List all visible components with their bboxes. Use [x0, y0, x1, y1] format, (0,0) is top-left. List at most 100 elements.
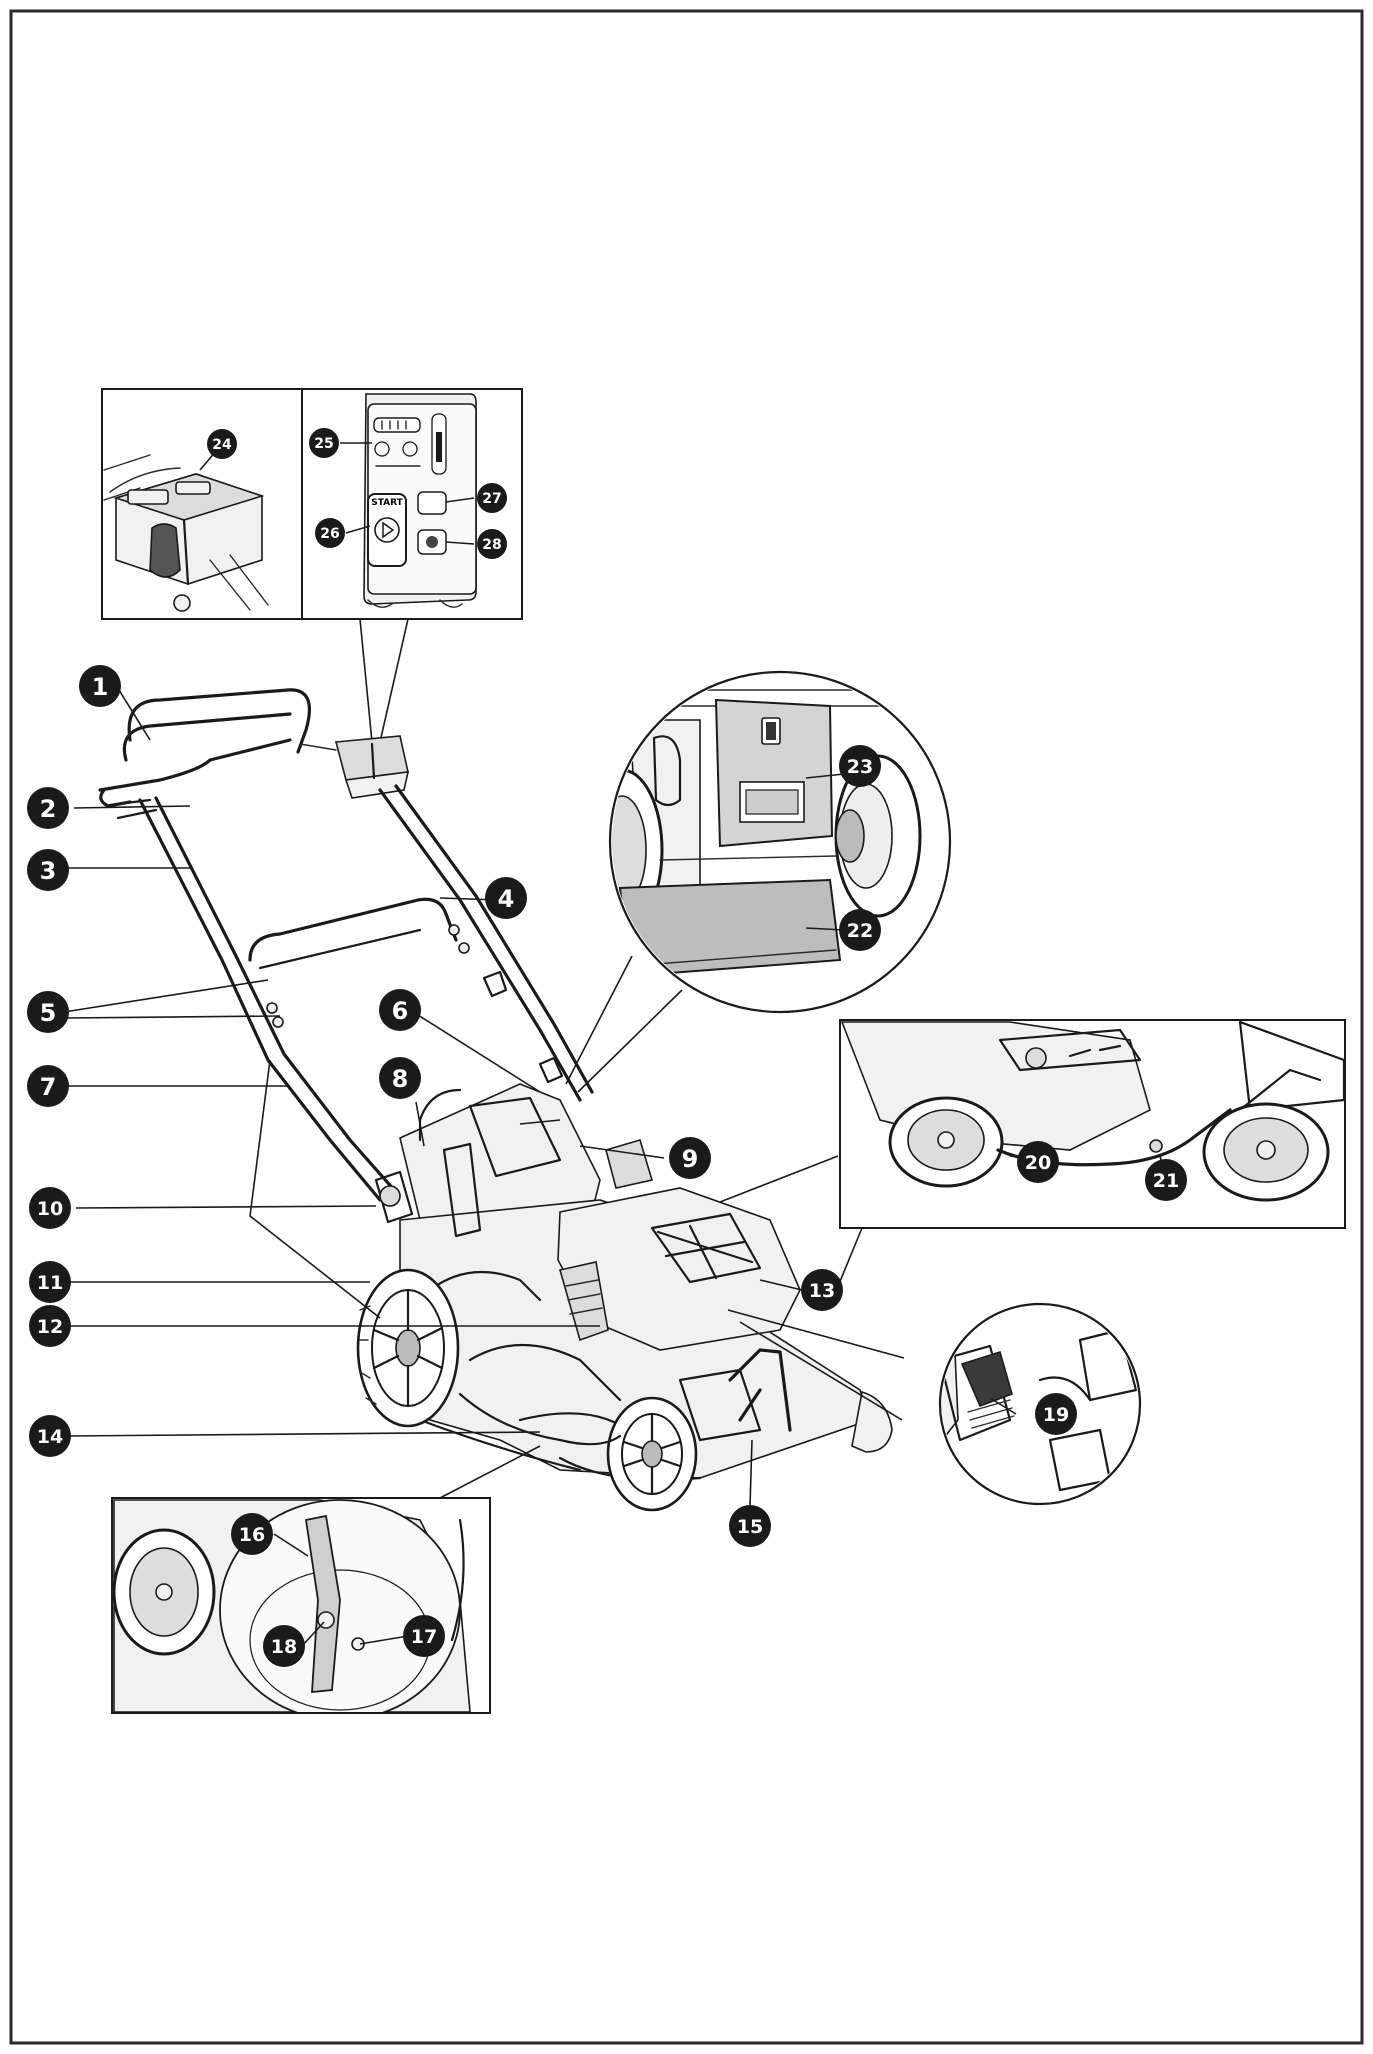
callout-marker	[1035, 1393, 1077, 1435]
callout-11: 11	[29, 1261, 71, 1303]
callout-12: 12	[29, 1305, 71, 1347]
lower-handle	[248, 897, 458, 962]
callout-10: 10	[29, 1187, 71, 1229]
callout-number: 5	[40, 999, 57, 1027]
callout-marker	[29, 1305, 71, 1347]
callout-marker	[27, 849, 69, 891]
callout-number: 18	[271, 1636, 297, 1658]
callout-number: 15	[737, 1516, 763, 1538]
callout-8: 8	[379, 1057, 421, 1099]
callout-20: 20	[1017, 1141, 1059, 1183]
front-bar	[728, 1348, 792, 1432]
callout-number: 9	[682, 1145, 699, 1173]
callout-number: 4	[498, 885, 515, 913]
callout-marker	[403, 1615, 445, 1657]
switch-box-detail	[103, 454, 269, 612]
battery-level-indicator	[373, 417, 421, 433]
drive-cable-detail	[719, 1019, 1346, 1297]
callout-marker	[29, 1261, 71, 1303]
inset-pointer-lines	[359, 618, 409, 743]
callout-number: 14	[37, 1426, 63, 1448]
safety-key	[960, 1350, 1013, 1408]
callout-19: 19	[1035, 1393, 1077, 1435]
blade-detail	[111, 1445, 541, 1714]
callout-marker	[839, 909, 881, 951]
callout-number: 12	[37, 1316, 63, 1338]
callout-13: 13	[801, 1269, 843, 1311]
start-label: START	[371, 498, 403, 508]
handle-bar-left	[138, 798, 382, 1202]
callout-number: 1	[92, 673, 109, 701]
callout-14: 14	[29, 1415, 71, 1457]
battery-detail-pointer	[565, 955, 683, 1093]
mode-button[interactable]	[417, 491, 447, 515]
callout-number: 6	[392, 997, 409, 1025]
callout-18: 18	[263, 1625, 305, 1667]
callout-27: 27	[477, 483, 507, 513]
callout-marker	[29, 1415, 71, 1457]
callout-number: 8	[392, 1065, 409, 1093]
control-panel-detail: START	[363, 393, 477, 608]
callout-marker	[207, 429, 237, 459]
callout-4: 4	[485, 877, 527, 919]
callout-2: 2	[27, 787, 69, 829]
callout-number: 23	[847, 756, 873, 778]
handle-bar-right	[378, 788, 582, 1102]
blade-detail-pointer	[439, 1445, 541, 1499]
switch-box	[299, 735, 410, 799]
callout-number: 13	[809, 1280, 835, 1302]
callout-9: 9	[669, 1137, 711, 1179]
callout-marker	[839, 745, 881, 787]
bluetooth-icon	[374, 441, 390, 457]
callout-15: 15	[729, 1505, 771, 1547]
callout-number: 25	[314, 436, 333, 452]
callout-marker	[1017, 1141, 1059, 1183]
callout-number: 7	[40, 1073, 57, 1101]
callout-marker	[263, 1625, 305, 1667]
callout-number: 17	[411, 1626, 437, 1648]
callout-25: 25	[309, 428, 339, 458]
upper-handle	[98, 688, 311, 820]
key-detail-pointer	[727, 1309, 905, 1421]
callout-number: 27	[482, 491, 501, 507]
callout-26: 26	[315, 518, 345, 548]
callout-marker	[79, 665, 121, 707]
callout-24: 24	[207, 429, 237, 459]
callout-marker	[729, 1505, 771, 1547]
callout-number: 22	[847, 920, 873, 942]
callout-marker	[231, 1513, 273, 1555]
battery-cover	[557, 1187, 801, 1351]
callout-number: 26	[320, 526, 339, 542]
warning-icon	[402, 441, 418, 457]
callout-number: 21	[1153, 1170, 1179, 1192]
callout-marker	[485, 877, 527, 919]
front-wheel	[606, 1396, 698, 1512]
callout-1: 1	[79, 665, 121, 707]
cable	[458, 1392, 622, 1446]
callout-marker	[27, 991, 69, 1033]
control-inset: START	[101, 388, 523, 620]
rear-wheel	[356, 1268, 460, 1428]
callout-3: 3	[27, 849, 69, 891]
page-border	[9, 9, 1364, 2045]
callout-22: 22	[839, 909, 881, 951]
callout-number: 19	[1043, 1404, 1069, 1426]
callout-marker	[1145, 1159, 1187, 1201]
callout-16: 16	[231, 1513, 273, 1555]
blade	[304, 1514, 341, 1694]
lawn-mower	[98, 688, 893, 1512]
callout-number: 3	[40, 857, 57, 885]
callout-17: 17	[403, 1615, 445, 1657]
callout-marker	[477, 529, 507, 559]
leader-lines	[62, 442, 1167, 1647]
callout-marker	[309, 428, 339, 458]
callout-marker	[29, 1187, 71, 1229]
callout-5: 5	[27, 991, 69, 1033]
callout-6: 6	[379, 989, 421, 1031]
callout-marker	[27, 1065, 69, 1107]
callout-number: 2	[40, 795, 57, 823]
callout-marker	[315, 518, 345, 548]
callout-number: 28	[482, 537, 501, 553]
